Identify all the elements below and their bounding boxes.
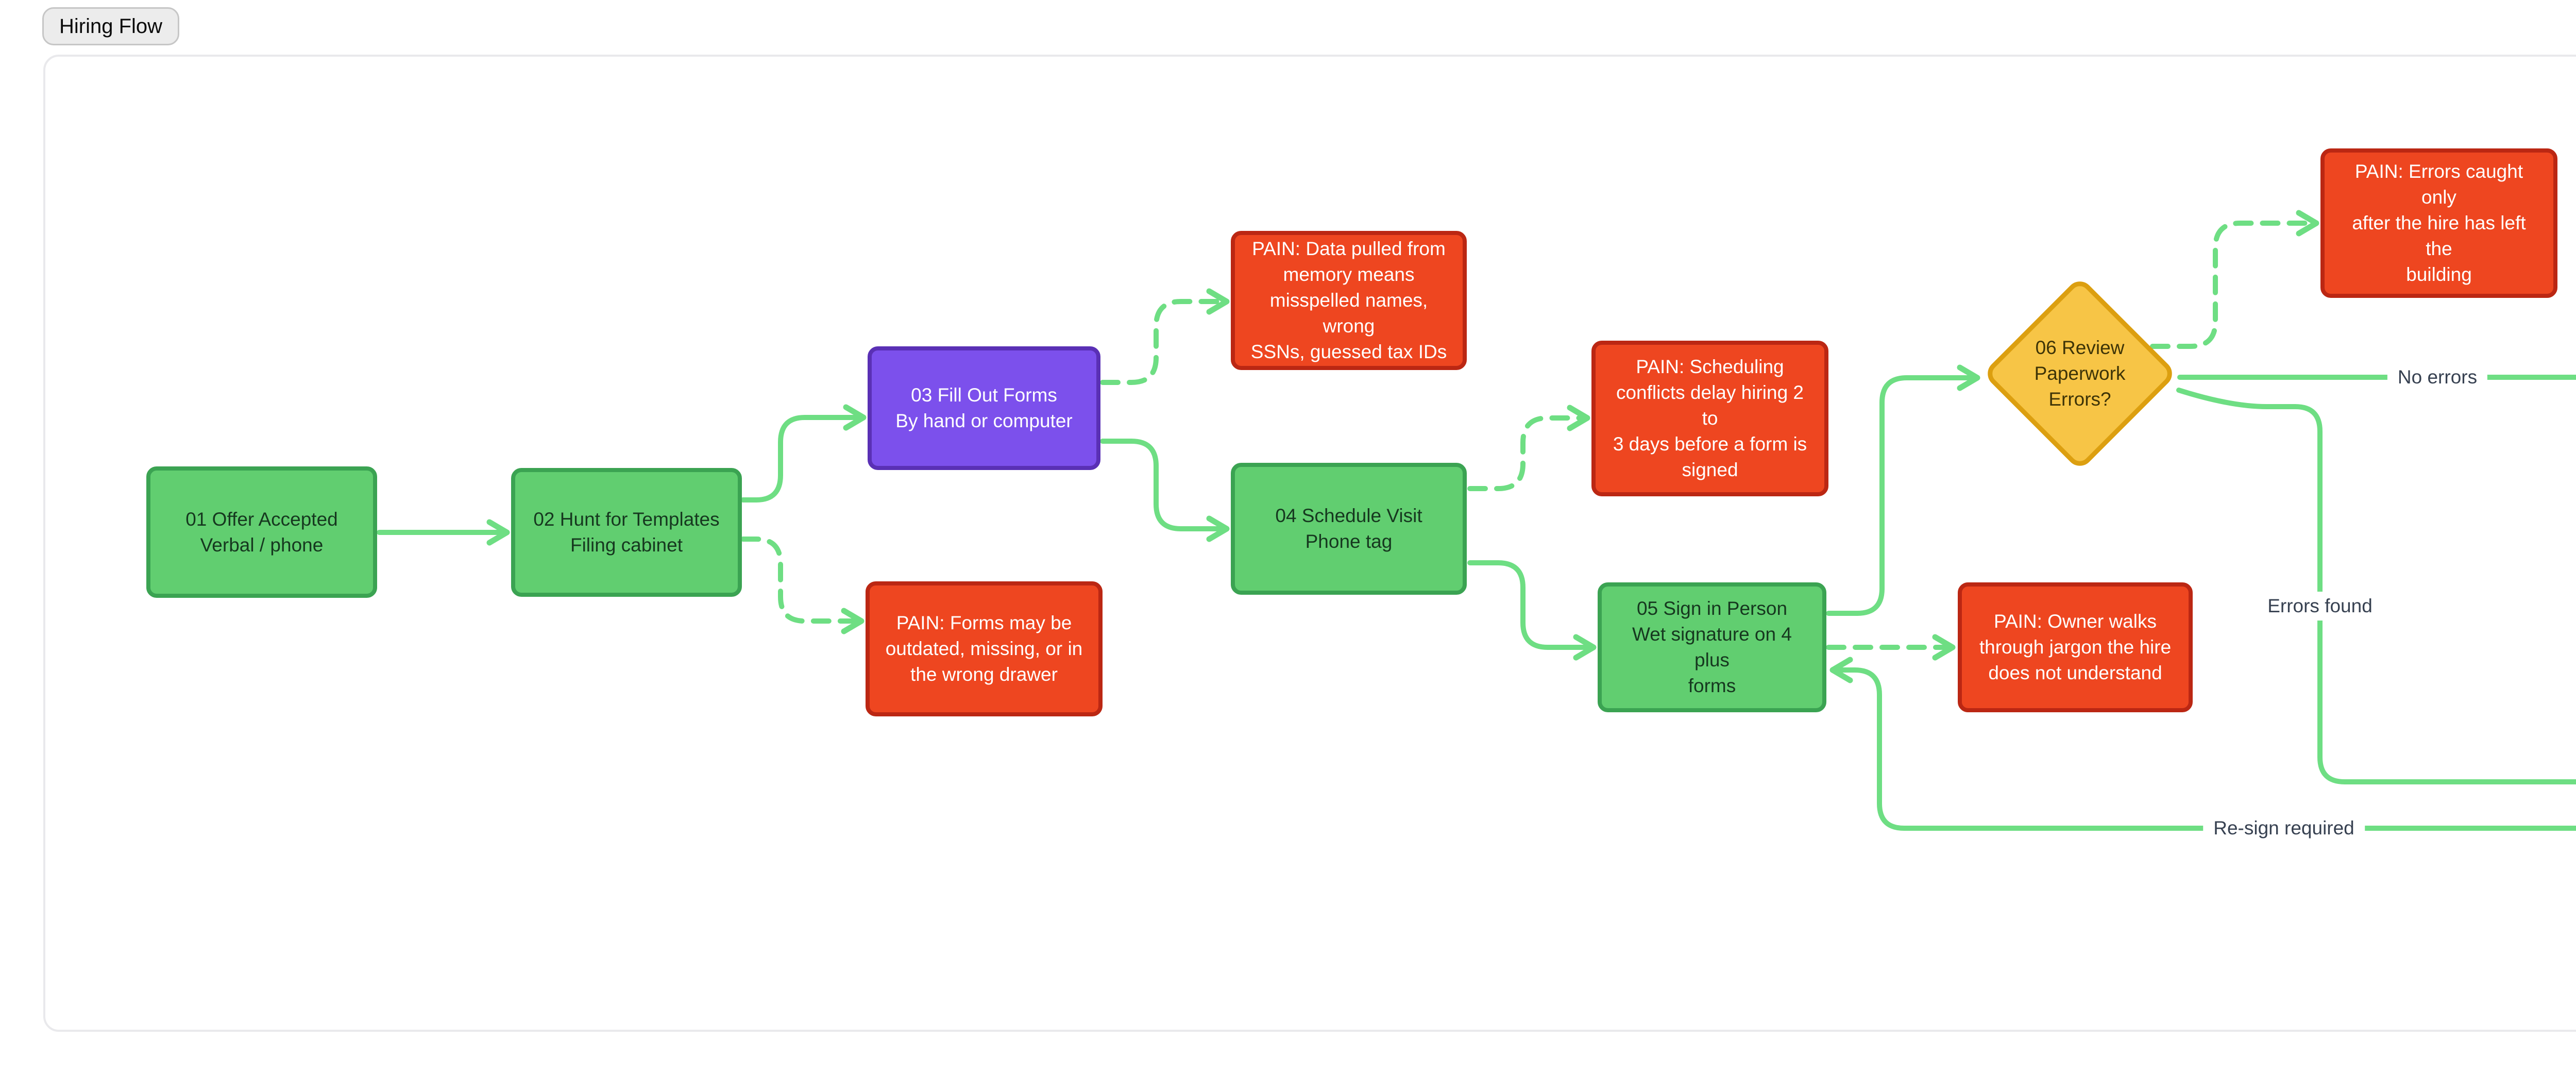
node-label: 06 Review Paperwork Errors? [2034,337,2126,410]
node-label: PAIN: Data pulled from memory means miss… [1250,238,1447,362]
node-label: PAIN: Scheduling conflicts delay hiring … [1613,356,1807,480]
edge-review-to-rework-errors-found [2176,388,2576,784]
edge-schedule-to-pain-scheduling [1467,405,1590,491]
node-label: 05 Sign in Person Wet signature on 4 plu… [1632,598,1792,696]
node-05-sign-in-person: 05 Sign in Person Wet signature on 4 plu… [1598,582,1826,712]
edge-hunt-to-pain-forms [740,537,865,634]
edge-hunt-to-fill [740,404,867,502]
node-pain-forms-outdated: PAIN: Forms may be outdated, missing, or… [866,581,1103,716]
node-pain-scheduling-conflicts: PAIN: Scheduling conflicts delay hiring … [1591,341,1828,496]
edge-schedule-to-sign [1467,560,1597,661]
edge-label-no-errors: No errors [2387,363,2488,392]
node-01-offer-accepted: 01 Offer Accepted Verbal / phone [146,466,377,598]
node-label: PAIN: Owner walks through jargon the hir… [1979,611,2172,683]
edge-fill-to-schedule [1100,439,1230,542]
edge-label-errors-found: Errors found [2257,592,2383,621]
edge-label-resign-required: Re-sign required [2203,814,2365,843]
node-pain-owner-jargon: PAIN: Owner walks through jargon the hir… [1958,582,2193,712]
node-03-fill-out-forms: 03 Fill Out Forms By hand or computer [868,346,1100,470]
edge-review-to-pain-late-errors [2150,210,2319,349]
edge-rework-to-sign-resign-required [1829,657,2576,831]
node-label: PAIN: Errors caught only after the hire … [2352,161,2526,285]
node-label: 04 Schedule Visit Phone tag [1275,505,1422,552]
node-label: 03 Fill Out Forms By hand or computer [895,384,1073,431]
node-02-hunt-for-templates: 02 Hunt for Templates Filing cabinet [511,468,742,597]
edge-fill-to-pain-memory [1100,288,1230,385]
node-pain-errors-caught-late: PAIN: Errors caught only after the hire … [2320,148,2557,298]
node-label: 02 Hunt for Templates Filing cabinet [533,509,720,556]
node-pain-data-from-memory: PAIN: Data pulled from memory means miss… [1231,231,1467,370]
edge-sign-to-review [1826,364,1980,616]
node-label: PAIN: Forms may be outdated, missing, or… [885,612,1083,685]
node-04-schedule-visit: 04 Schedule Visit Phone tag [1231,463,1467,595]
node-label: 01 Offer Accepted Verbal / phone [185,508,338,556]
diagram-title-badge[interactable]: Hiring Flow [42,7,180,45]
